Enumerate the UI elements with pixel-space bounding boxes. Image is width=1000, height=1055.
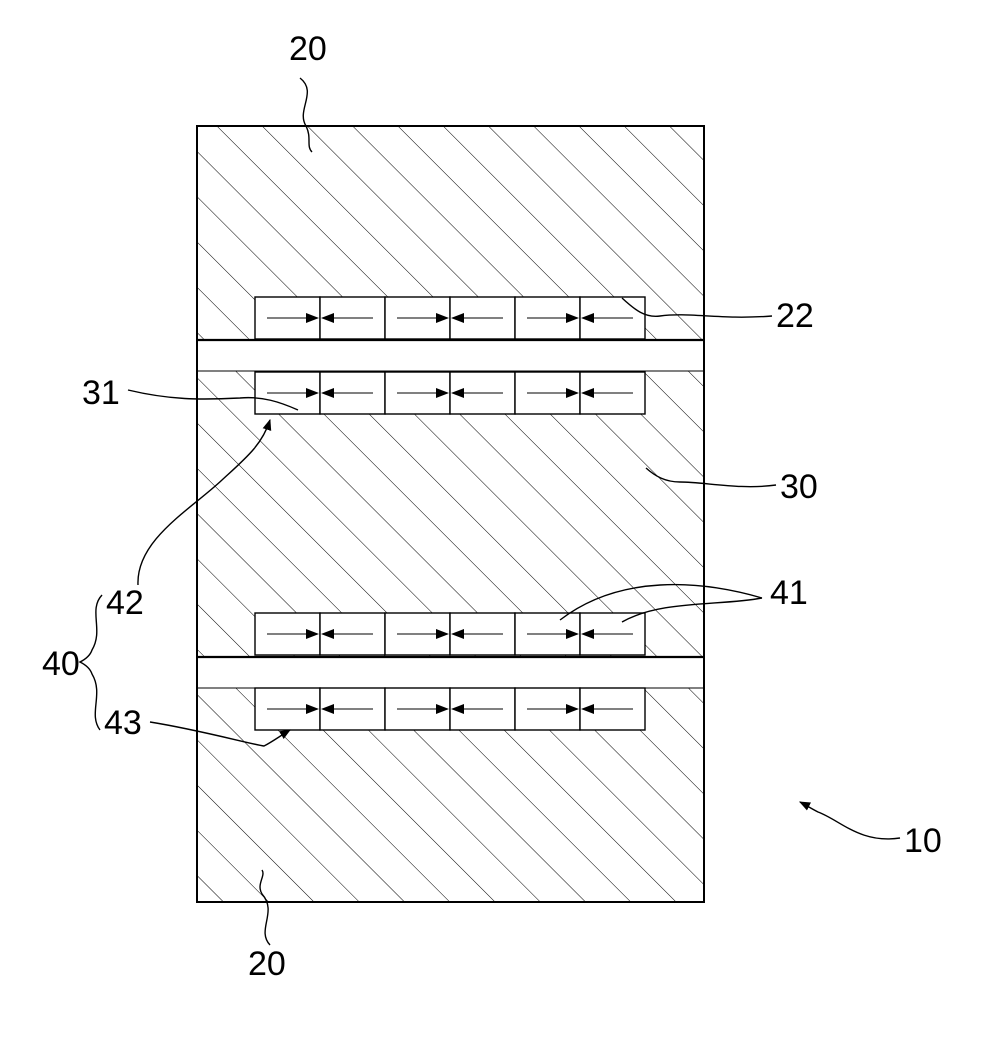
magnet-row-31 — [255, 372, 645, 414]
brace-40 — [80, 595, 102, 730]
magnet-row-43 — [255, 688, 645, 730]
leader-10 — [800, 802, 900, 839]
lower-gap — [197, 657, 704, 688]
magnet-row-41 — [255, 613, 645, 655]
label-40: 40 — [42, 645, 80, 683]
magnet-row-22 — [255, 297, 645, 339]
label-20-bottom: 20 — [248, 945, 286, 983]
label-42: 42 — [106, 584, 144, 622]
label-41: 41 — [770, 574, 808, 612]
label-43: 43 — [104, 704, 142, 742]
label-20-top: 20 — [289, 30, 327, 68]
label-31: 31 — [82, 374, 120, 412]
label-10: 10 — [904, 822, 942, 860]
label-30: 30 — [780, 468, 818, 506]
label-22: 22 — [776, 297, 814, 335]
upper-gap — [197, 340, 704, 371]
